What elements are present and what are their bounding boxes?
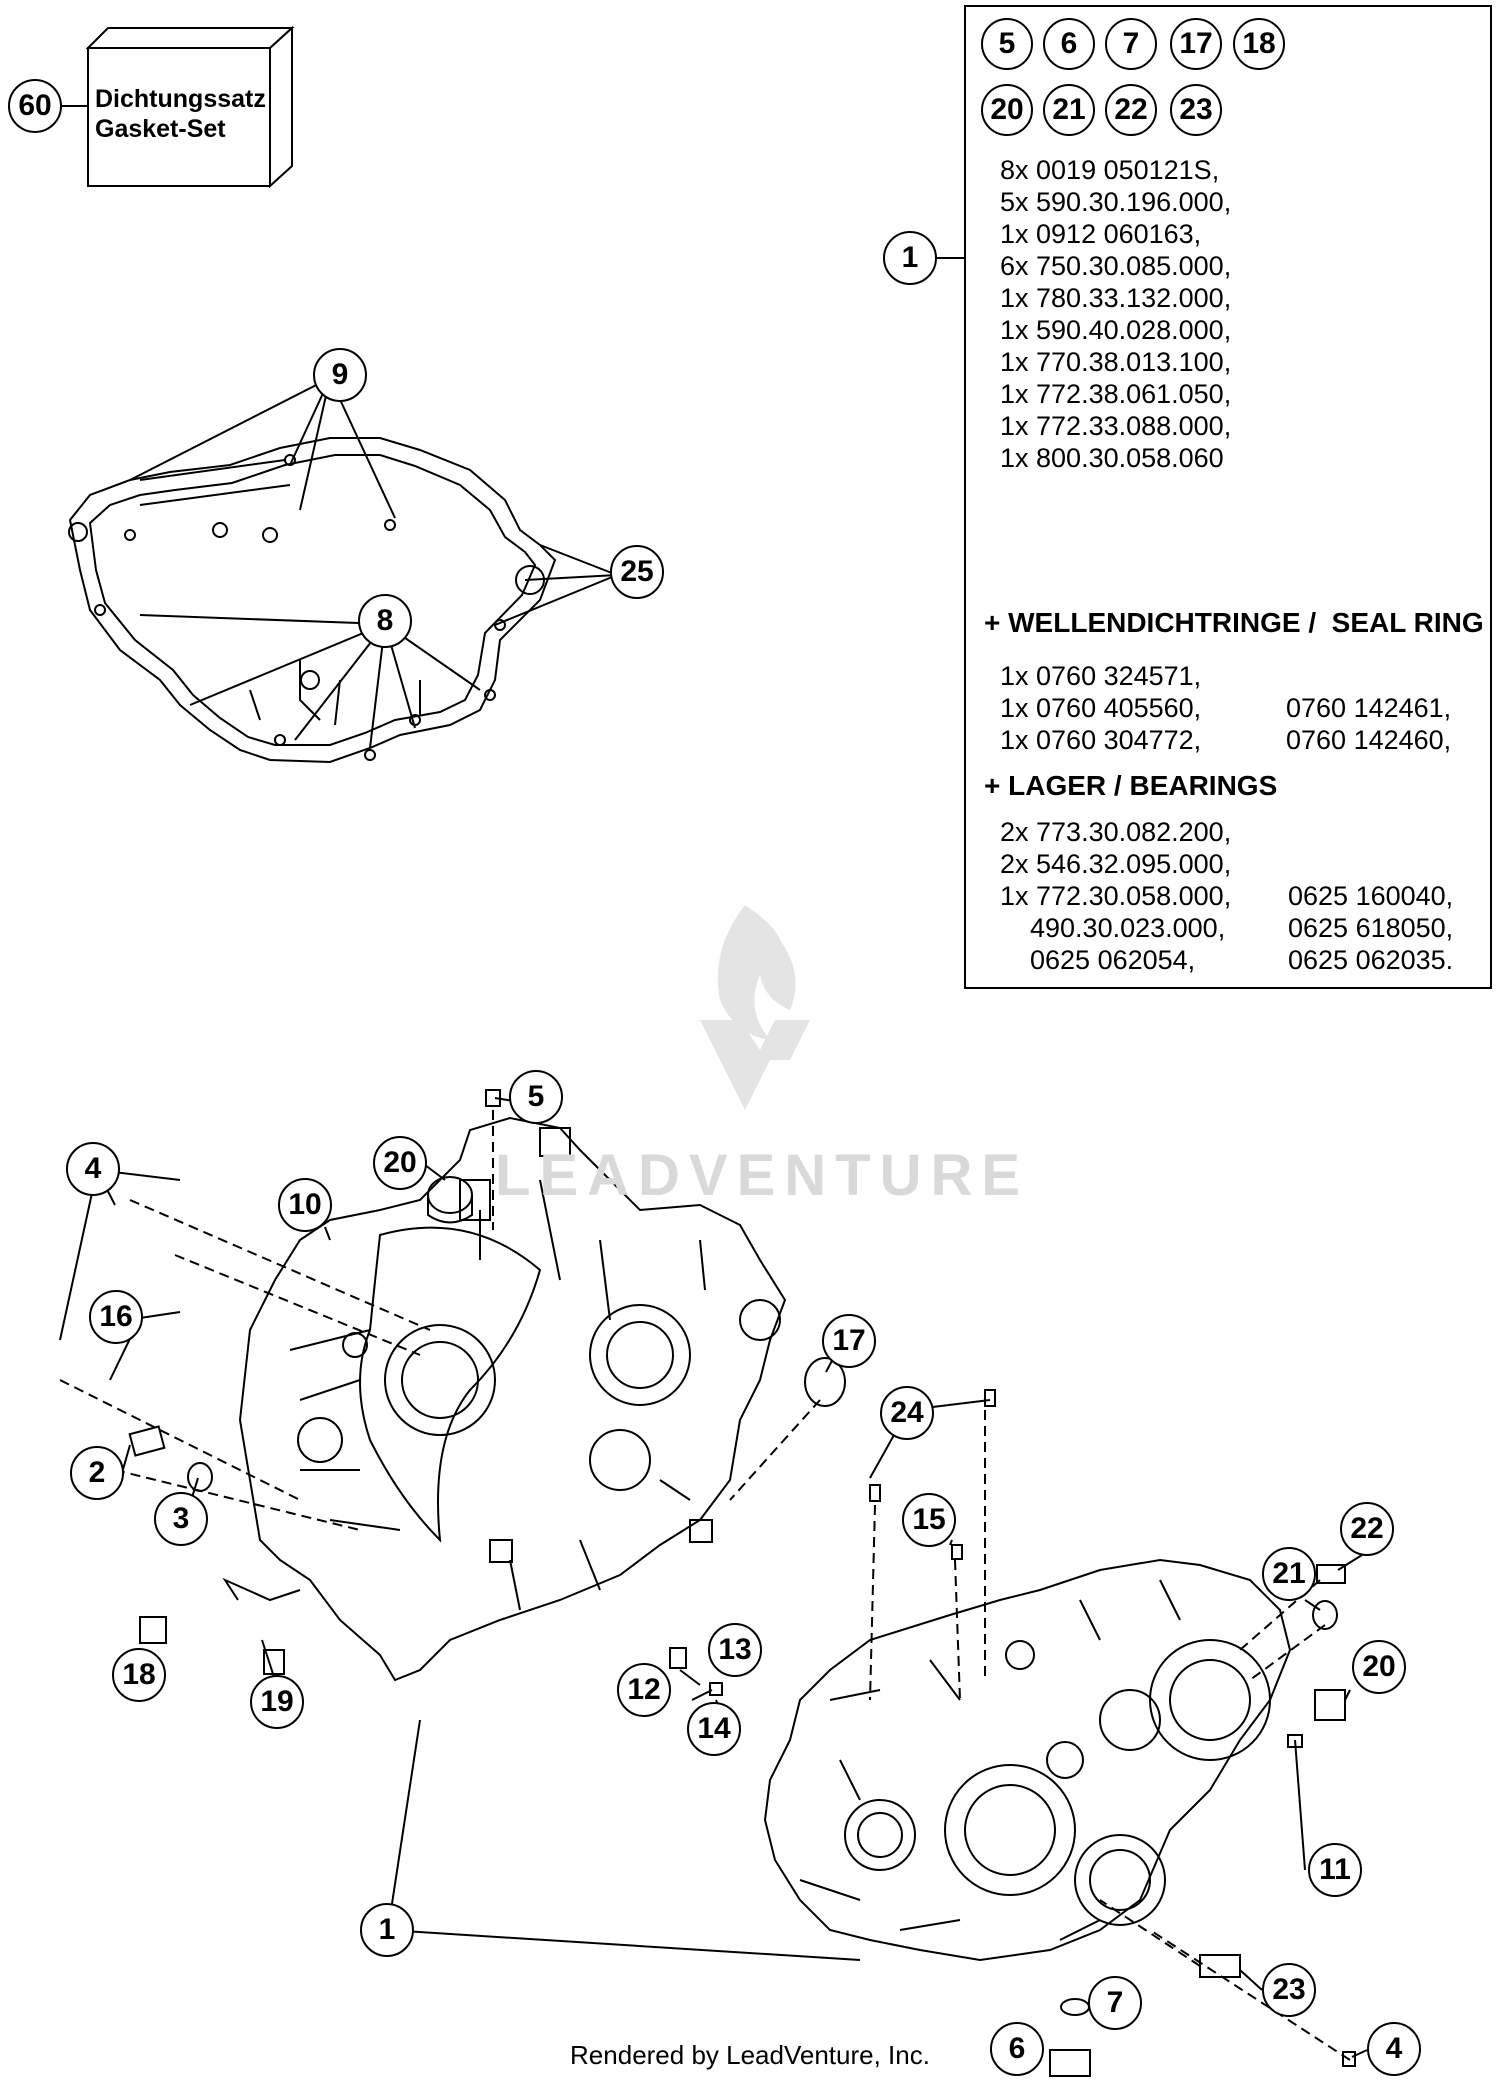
seal-row-2b: 0760 142461, <box>1286 693 1452 723</box>
callout-24[interactable]: 24 <box>880 1386 934 1440</box>
callout-12[interactable]: 12 <box>617 1663 671 1717</box>
callout-gasket-set[interactable]: 60 <box>8 79 62 133</box>
callout-17[interactable]: 17 <box>822 1314 876 1368</box>
callout-4-left[interactable]: 4 <box>66 1142 120 1196</box>
legend-part-row: 6x 750.30.085.000, <box>1000 251 1232 281</box>
legend-part-row: 1x 590.40.028.000, <box>1000 315 1232 345</box>
legend-part-list: 8x 0019 050121S, 5x 590.30.196.000, 1x 0… <box>1000 154 1231 474</box>
gasket-set-label: Dichtungssatz Gasket-Set <box>95 84 266 144</box>
bearing-row-1a: 2x 773.30.082.200, <box>1000 817 1232 847</box>
bearing-row-5b: 0625 062035. <box>1288 945 1454 975</box>
left-crankcase-half <box>238 1116 787 1682</box>
callout-6[interactable]: 6 <box>990 2022 1044 2076</box>
parts-legend <box>964 5 1492 989</box>
callout-20-right[interactable]: 20 <box>1352 1640 1406 1694</box>
legend-circle-21: 21 <box>1043 84 1095 136</box>
legend-part-row: 1x 780.33.132.000, <box>1000 283 1232 313</box>
watermark-logo <box>700 905 810 1110</box>
footer-credit: Rendered by LeadVenture, Inc. <box>570 2040 930 2070</box>
watermark-text: LEADVENTURE <box>495 1143 1030 1208</box>
legend-part-row: 1x 770.38.013.100, <box>1000 347 1232 377</box>
legend-circle-5: 5 <box>981 18 1033 70</box>
right-crankcase-half <box>763 1558 1292 1962</box>
seal-row-1a: 1x 0760 324571, <box>1000 661 1202 691</box>
bearing-row-3b: 0625 160040, <box>1288 881 1454 911</box>
callout-19[interactable]: 19 <box>250 1675 304 1729</box>
callout-4-right[interactable]: 4 <box>1367 2022 1421 2076</box>
bearings-header: + LAGER / BEARINGS <box>984 770 1278 801</box>
assembly-axes <box>59 1110 1351 2061</box>
legend-part-row: 1x 800.30.058.060 <box>1000 443 1224 473</box>
callout-8[interactable]: 8 <box>358 594 412 648</box>
callout-1[interactable]: 1 <box>360 1903 414 1957</box>
callout-16[interactable]: 16 <box>89 1290 143 1344</box>
seal-row-2a: 1x 0760 405560, <box>1000 693 1202 723</box>
callout-9[interactable]: 9 <box>313 348 367 402</box>
legend-circle-6: 6 <box>1043 18 1095 70</box>
callout-21[interactable]: 21 <box>1262 1547 1316 1601</box>
legend-circle-17: 17 <box>1170 18 1222 70</box>
legend-circle-23: 23 <box>1170 84 1222 136</box>
bearing-row-2a: 2x 546.32.095.000, <box>1000 849 1232 879</box>
legend-part-row: 8x 0019 050121S, <box>1000 155 1220 185</box>
legend-circle-20: 20 <box>981 84 1033 136</box>
legend-part-row: 1x 772.38.061.050, <box>1000 379 1232 409</box>
callout-3[interactable]: 3 <box>154 1492 208 1546</box>
callout-5[interactable]: 5 <box>509 1070 563 1124</box>
crankcase-gasket <box>68 437 557 764</box>
legend-circle-18: 18 <box>1233 18 1285 70</box>
bearing-row-3a: 1x 772.30.058.000, <box>1000 881 1232 911</box>
seal-row-3a: 1x 0760 304772, <box>1000 725 1202 755</box>
legend-circle-22: 22 <box>1105 84 1157 136</box>
bearing-row-5a: 0625 062054, <box>1000 945 1196 975</box>
bearing-row-4a: 490.30.023.000, <box>1000 913 1226 943</box>
gasket-set-line2: Gasket-Set <box>95 115 226 143</box>
callout-13[interactable]: 13 <box>708 1623 762 1677</box>
legend-part-row: 1x 772.33.088.000, <box>1000 411 1232 441</box>
callout-22[interactable]: 22 <box>1340 1502 1394 1556</box>
callout-14[interactable]: 14 <box>687 1702 741 1756</box>
callout-23[interactable]: 23 <box>1262 1963 1316 2017</box>
callout-2[interactable]: 2 <box>70 1446 124 1500</box>
callout-7[interactable]: 7 <box>1088 1976 1142 2030</box>
callout-20-left[interactable]: 20 <box>373 1136 427 1190</box>
gasket-set-box <box>60 25 295 189</box>
callout-11[interactable]: 11 <box>1308 1843 1362 1897</box>
seal-row-3b: 0760 142460, <box>1286 725 1452 755</box>
legend-part-row: 5x 590.30.196.000, <box>1000 187 1232 217</box>
legend-circle-7: 7 <box>1105 18 1157 70</box>
callout-10[interactable]: 10 <box>278 1178 332 1232</box>
callout-1-legend[interactable]: 1 <box>883 231 937 285</box>
seal-ring-header: + WELLENDICHTRINGE / SEAL RING <box>984 607 1484 638</box>
bearing-row-4b: 0625 618050, <box>1288 913 1454 943</box>
callout-18[interactable]: 18 <box>112 1648 166 1702</box>
gasket-set-line1: Dichtungssatz <box>95 85 266 113</box>
legend-part-row: 1x 0912 060163, <box>1000 219 1202 249</box>
callout-25[interactable]: 25 <box>610 545 664 599</box>
callout-15[interactable]: 15 <box>902 1493 956 1547</box>
